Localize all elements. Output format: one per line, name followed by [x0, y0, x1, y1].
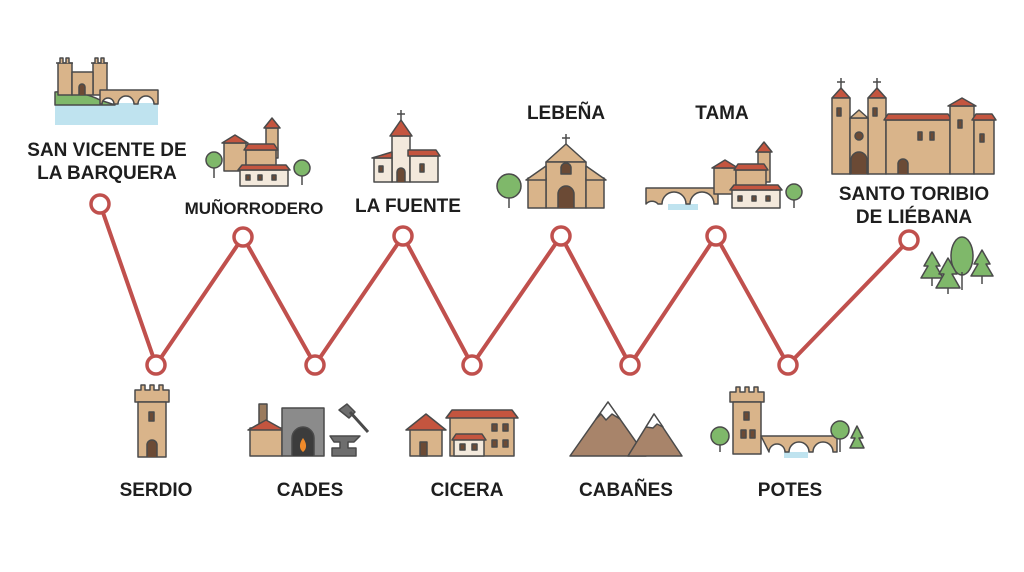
village-icon	[205, 117, 311, 187]
stop-marker-cabanes	[619, 354, 641, 376]
bridge-village-icon	[645, 141, 803, 210]
houses-icon	[405, 409, 519, 457]
stop-label-santo-toribio: SANTO TORIBIO DE LIÉBANA	[839, 183, 989, 229]
stop-marker-serdio	[145, 354, 167, 376]
stop-label-potes: POTES	[757, 480, 823, 501]
chapel-icon	[371, 110, 441, 183]
monastery-icon	[831, 78, 997, 175]
stop-marker-munorrodero	[232, 226, 254, 248]
route-line	[98, 202, 911, 367]
stop-label-line1: SANTO TORIBIO	[838, 184, 990, 205]
mountains-icon	[569, 401, 683, 457]
stop-label-line2: DE LIÉBANA	[855, 207, 973, 228]
stop-marker-cades	[304, 354, 326, 376]
stop-marker-san-vicente	[89, 193, 111, 215]
stop-label-cades: CADES	[276, 480, 344, 501]
stop-marker-tama	[705, 225, 727, 247]
stop-marker-potes	[777, 354, 799, 376]
stop-label-line1: SAN VICENTE DE	[27, 140, 187, 161]
forest-icon	[920, 236, 994, 294]
route-stops	[89, 193, 920, 376]
tower-bridge-icon	[710, 386, 865, 458]
stop-label-munorrodero: MUÑORRODERO	[184, 199, 324, 218]
stop-label-cabanes: CABAÑES	[579, 480, 673, 501]
stop-marker-santo-toribio	[898, 229, 920, 251]
stop-label-serdio: SERDIO	[119, 480, 193, 501]
stop-marker-la-fuente	[392, 225, 414, 247]
tower-icon	[134, 384, 170, 458]
stop-label-tama: TAMA	[695, 103, 749, 124]
church-icon	[496, 134, 607, 209]
stop-label-cicera: CICERA	[430, 480, 504, 501]
stop-label-la-fuente: LA FUENTE	[355, 196, 461, 217]
stop-marker-cicera	[461, 354, 483, 376]
stop-label-san-vicente: SAN VICENTE DE LA BARQUERA	[27, 139, 186, 185]
stop-label-lebena: LEBEÑA	[526, 103, 606, 124]
castle-bridge-icon	[54, 57, 159, 125]
stop-marker-lebena	[550, 225, 572, 247]
stop-label-line2: LA BARQUERA	[37, 163, 177, 184]
forge-anvil-icon	[247, 403, 370, 457]
